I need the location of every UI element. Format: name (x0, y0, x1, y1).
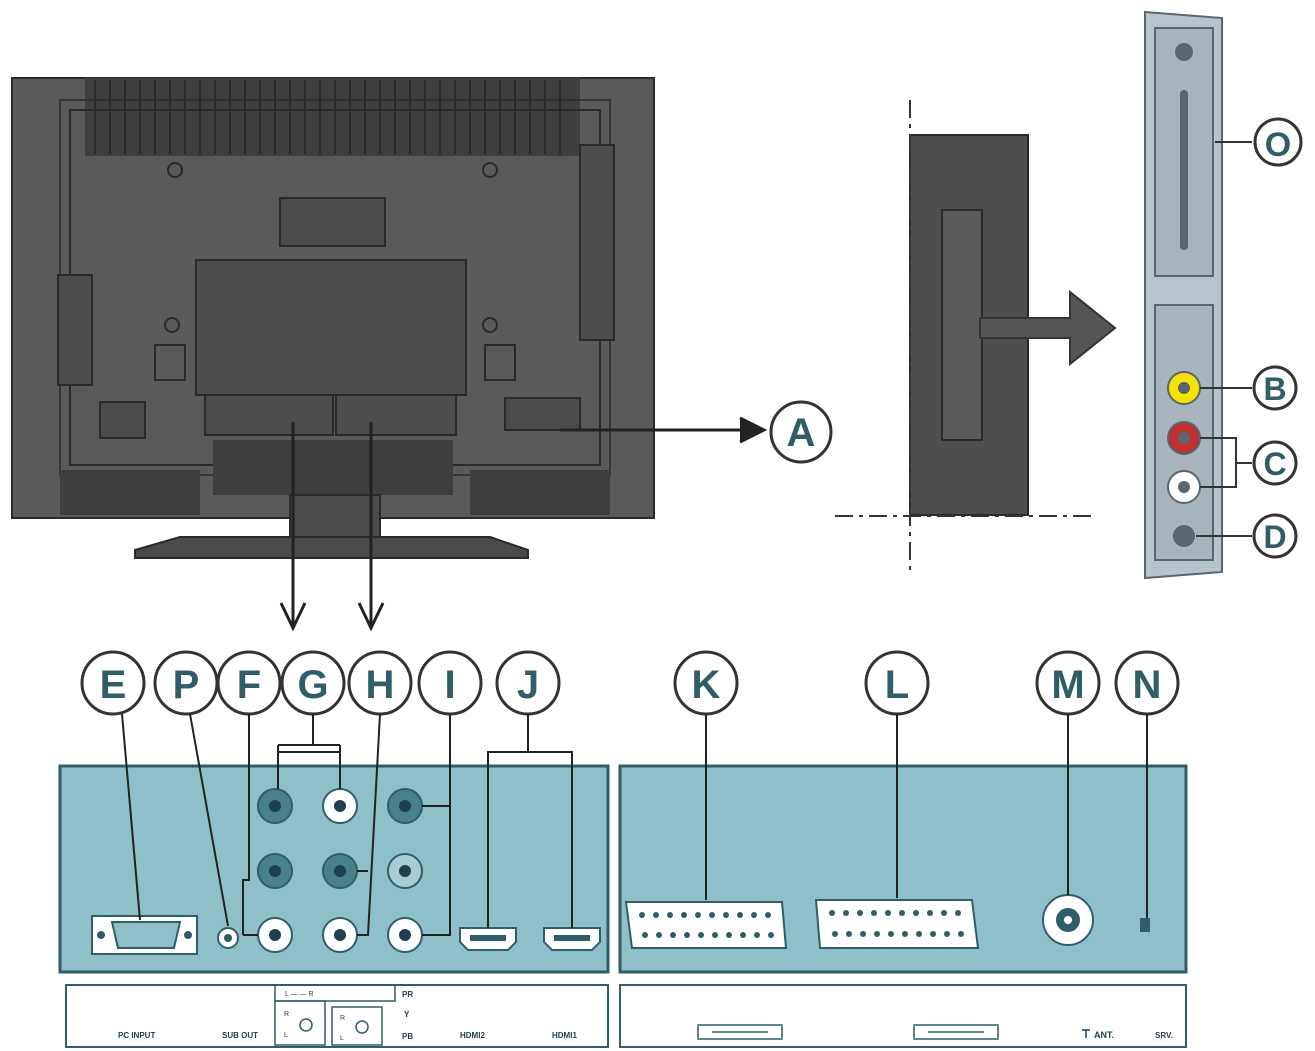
svg-text:A: A (787, 411, 816, 455)
y-label: Y (404, 1010, 410, 1019)
svg-text:P: P (173, 663, 200, 707)
svg-text:C: C (1263, 446, 1286, 482)
sub-out-label: SUB OUT (222, 1031, 258, 1040)
headphone-jack[interactable] (1173, 525, 1195, 547)
callout-E: E (80, 650, 146, 716)
svg-text:N: N (1133, 663, 1162, 707)
tv-side-view (835, 100, 1117, 570)
callout-P: P (153, 650, 219, 716)
l-left-label: L (284, 1032, 288, 1039)
hdmi1-label: HDMI1 (552, 1031, 577, 1040)
callout-G: G (280, 650, 346, 716)
callout-J: J (495, 650, 561, 716)
svg-text:D: D (1263, 519, 1286, 555)
pc-input-label: PC INPUT (118, 1031, 155, 1040)
r-mid-label: R (340, 1015, 345, 1022)
callout-N: N (1114, 650, 1180, 716)
svg-text:B: B (1263, 371, 1286, 407)
hdmi2-label: HDMI2 (460, 1031, 485, 1040)
audio-lr-label: L — — R (285, 991, 314, 998)
tv-to-panel-arrows (279, 416, 768, 632)
callout-D: D (1252, 513, 1298, 559)
label-strip-left: L — — R PR Y PB R L R L PC INPUT SUB OUT… (65, 984, 609, 1048)
svg-text:H: H (366, 663, 395, 707)
card-slot-screw-icon (1175, 43, 1193, 61)
scart2-symbol (913, 1024, 999, 1040)
callout-F: F (216, 650, 282, 716)
callout-A: A (769, 400, 833, 464)
bottom-leader-lines (121, 713, 1148, 936)
svg-text:J: J (517, 663, 539, 707)
side-input-panel (1144, 10, 1252, 580)
callout-K: K (673, 650, 739, 716)
scart1-port[interactable] (624, 901, 788, 949)
callout-I: I (417, 650, 483, 716)
pb-label: PB (402, 1032, 413, 1041)
scart2-port[interactable] (814, 899, 980, 949)
service-label: SRV. (1155, 1031, 1173, 1040)
antenna-label: ANT. (1094, 1030, 1114, 1040)
tv-back-view (11, 77, 655, 559)
antenna-icon (1082, 1029, 1090, 1038)
common-interface-slot[interactable] (1180, 90, 1188, 250)
pr-label: PR (402, 990, 413, 999)
label-strip-right: ANT. SRV. (619, 984, 1187, 1048)
callout-M: M (1035, 650, 1101, 716)
svg-text:M: M (1051, 663, 1084, 707)
callout-B: B (1252, 365, 1298, 411)
service-port[interactable] (1140, 918, 1150, 932)
r-left-label: R (284, 1011, 289, 1018)
rear-panel-left (58, 764, 610, 974)
rear-panel-right (618, 764, 1188, 974)
svg-text:F: F (237, 663, 261, 707)
l-mid-label: L (340, 1035, 344, 1042)
svg-text:E: E (100, 663, 127, 707)
svg-text:K: K (692, 663, 721, 707)
svg-text:G: G (297, 663, 328, 707)
callout-O: O (1253, 117, 1303, 167)
callout-H: H (347, 650, 413, 716)
scart1-symbol (697, 1024, 783, 1040)
rca-jack-grid[interactable] (257, 788, 423, 953)
svg-text:O: O (1265, 126, 1291, 164)
svg-text:I: I (444, 663, 455, 707)
callout-L: L (864, 650, 930, 716)
svg-text:L: L (885, 663, 909, 707)
callout-C: C (1252, 440, 1298, 486)
